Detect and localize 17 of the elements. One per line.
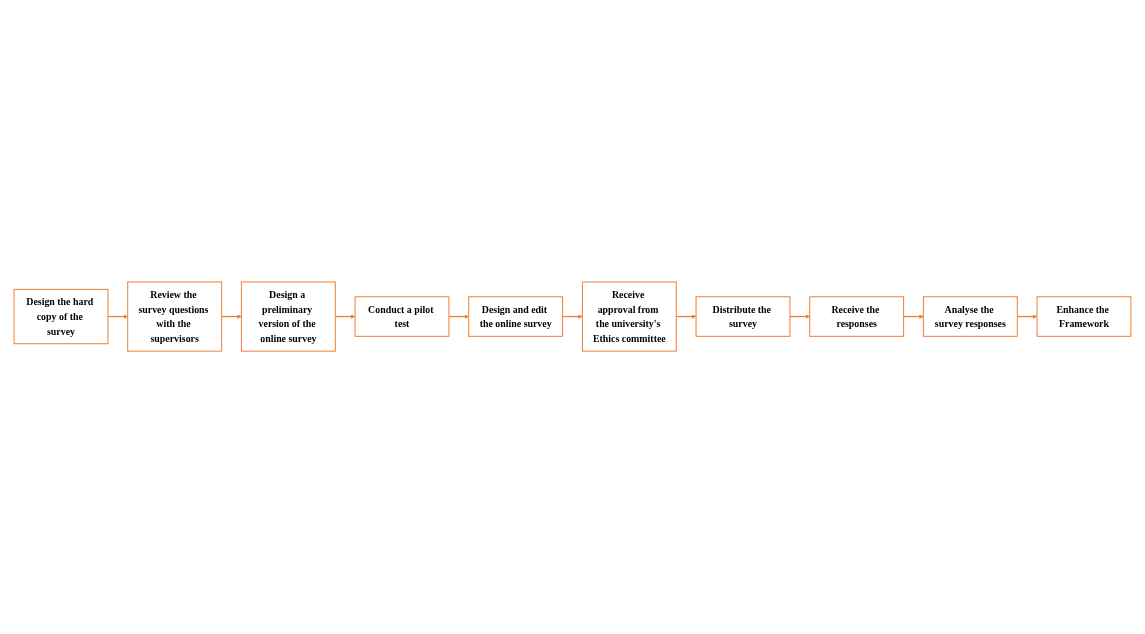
arrow (789, 314, 810, 320)
node-box (695, 296, 791, 338)
node-box (922, 296, 1018, 338)
node-box (127, 281, 223, 353)
flowchart: Design the hard copy of the survey Review the survey questions with the supervisors Design a preliminary version of the online survey Conduct a pilot test Design and edit the online survey Receive approval from the university's Ethics committee Distribute the survey Receive the responses Analyse the survey responses Enhance the Framework (10, 278, 1135, 356)
node-box (354, 296, 450, 338)
node-box (240, 281, 336, 353)
arrow (107, 314, 128, 320)
node-box (809, 296, 905, 338)
arrow (448, 314, 469, 320)
node-box (13, 289, 109, 345)
arrow (675, 314, 697, 320)
arrow (221, 314, 242, 320)
node-box (468, 296, 564, 338)
node-box (1036, 296, 1132, 338)
arrow (1016, 314, 1038, 320)
node-box (581, 281, 677, 353)
